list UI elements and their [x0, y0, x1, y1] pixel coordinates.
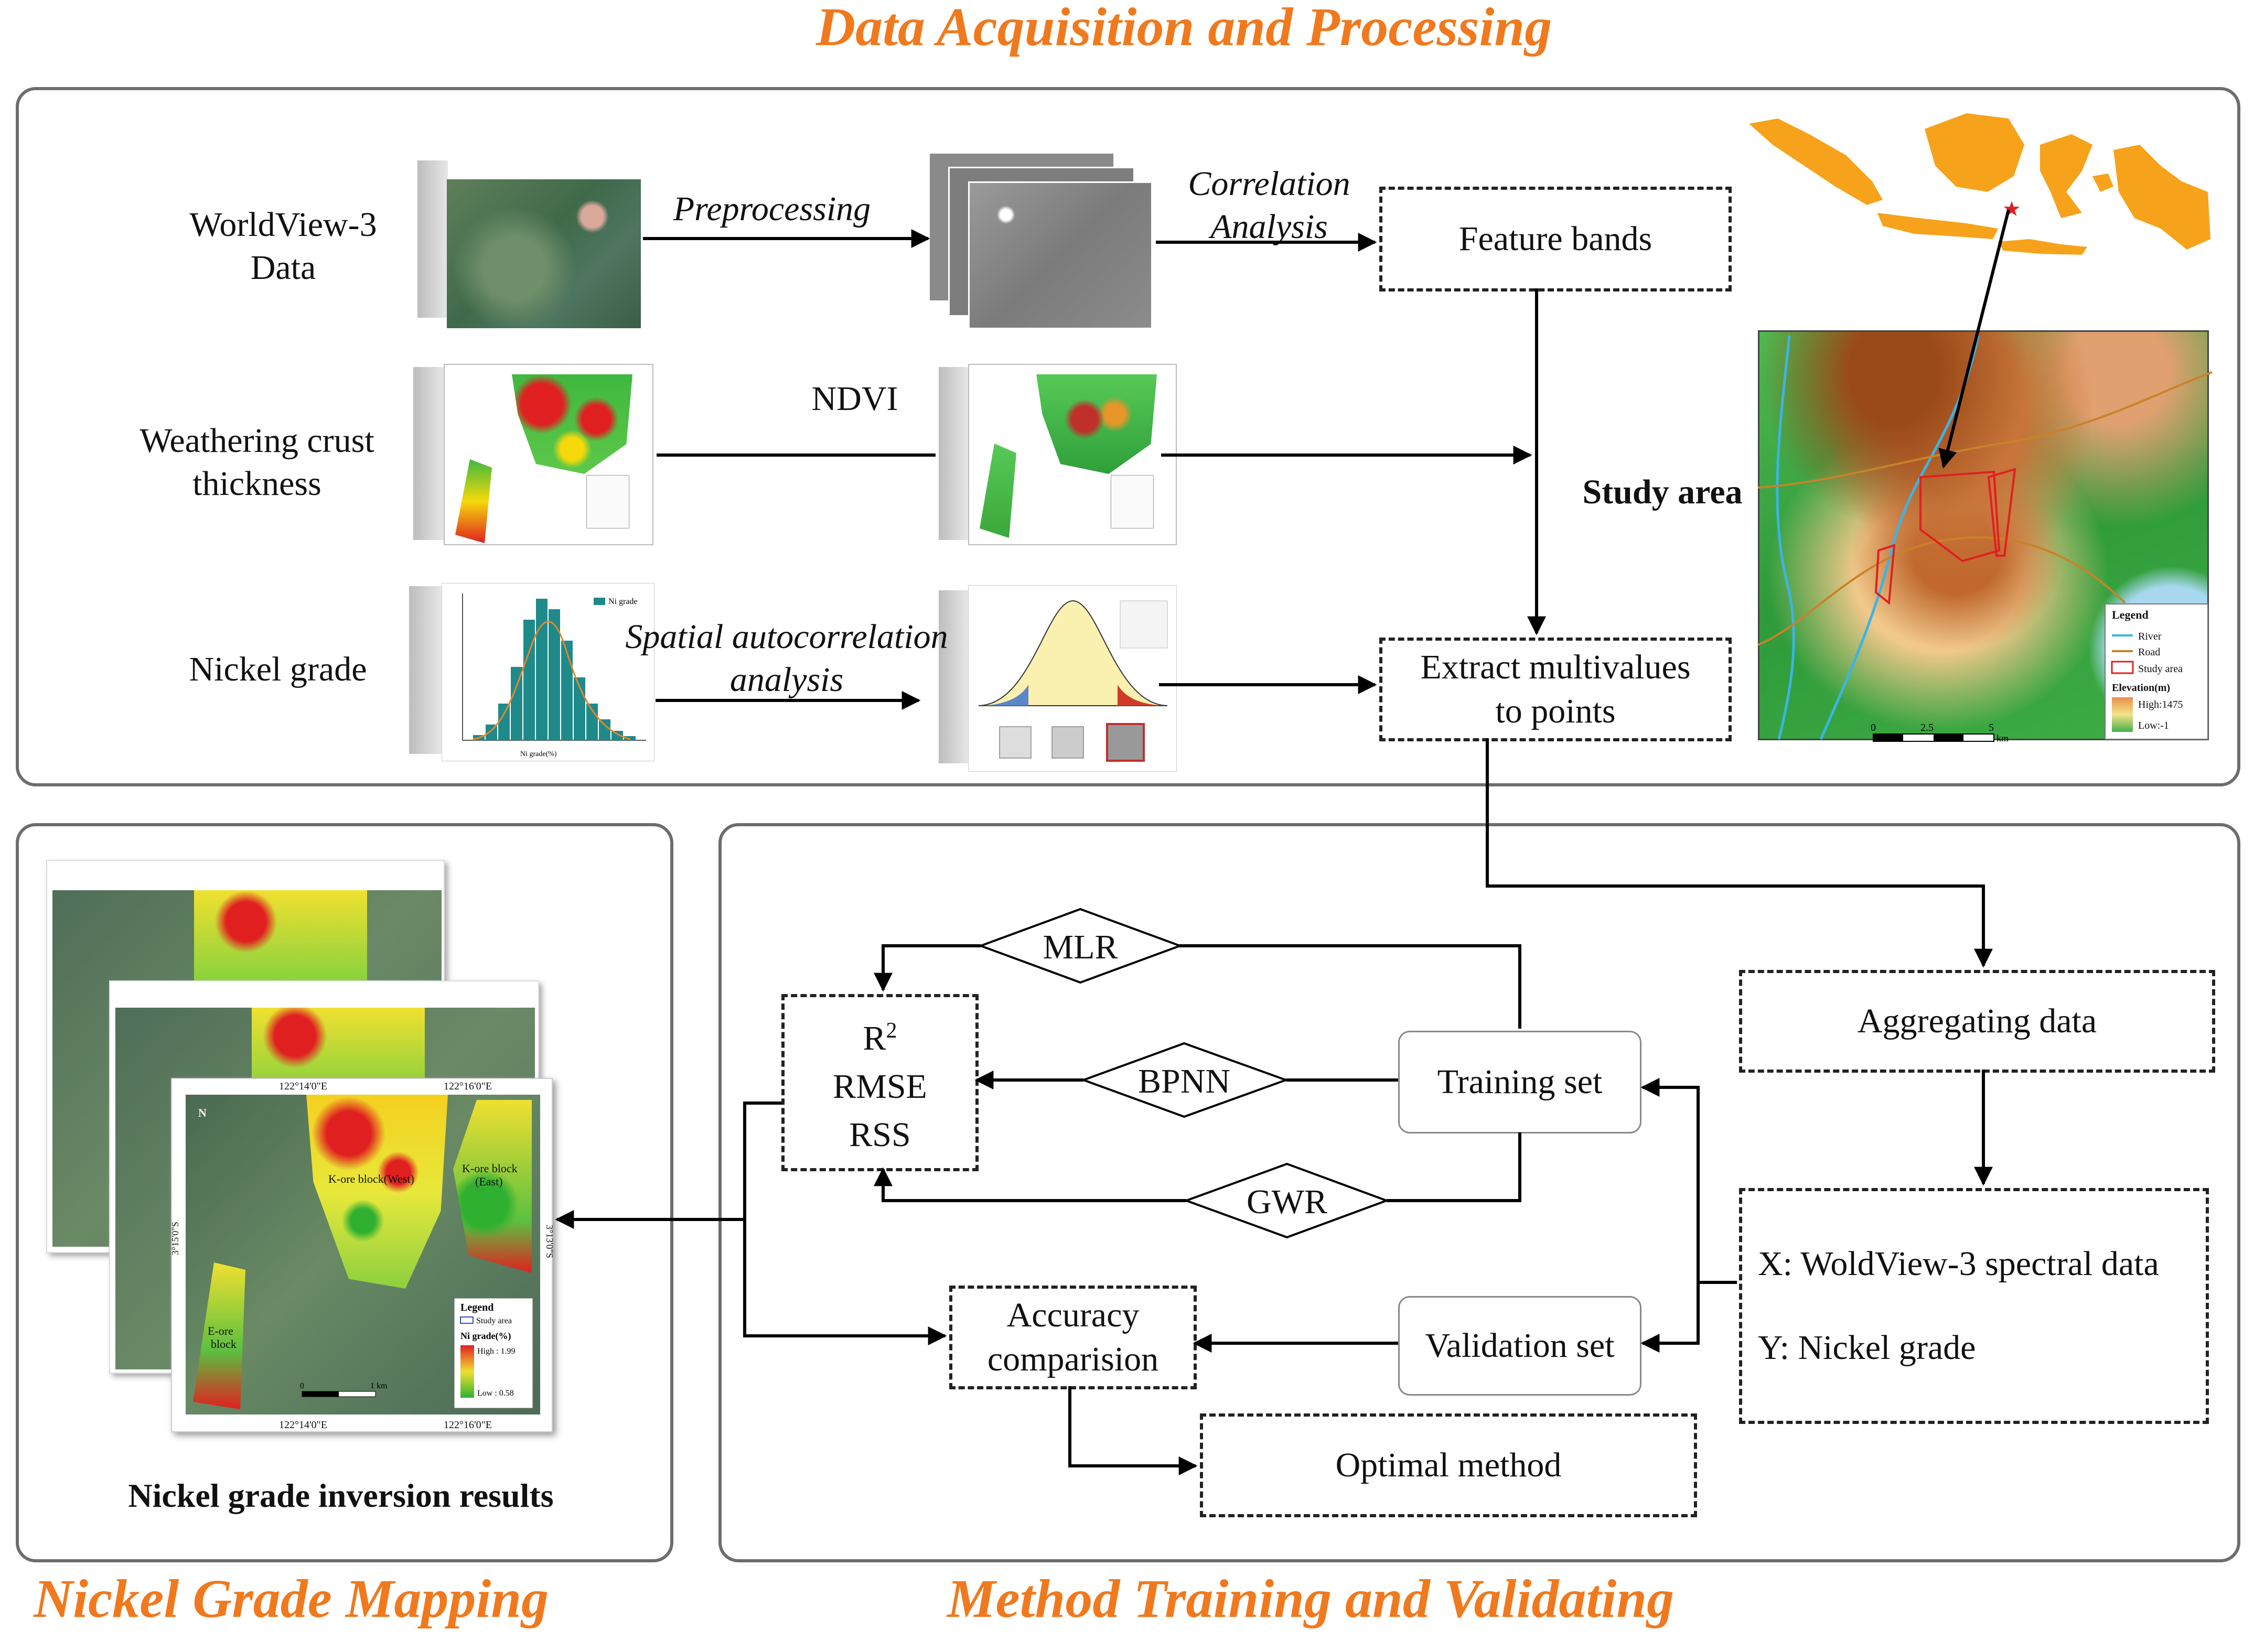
- svg-text:122°14'0"E: 122°14'0"E: [279, 1081, 327, 1092]
- weathering-thickness-map: [444, 364, 653, 545]
- svg-text:Study area: Study area: [476, 1316, 512, 1325]
- svg-text:Low : 0.58: Low : 0.58: [477, 1389, 514, 1398]
- gwr-label: GWR: [1247, 1183, 1327, 1221]
- svg-text:Road: Road: [2138, 646, 2160, 658]
- results-caption: Nickel grade inversion results: [128, 1477, 554, 1514]
- histogram-bar: [511, 667, 522, 740]
- svg-text:Legend: Legend: [460, 1302, 493, 1313]
- svg-text:K-ore block(West): K-ore block(West): [328, 1172, 414, 1185]
- svg-text:0: 0: [300, 1381, 304, 1390]
- svg-text:(East): (East): [475, 1175, 503, 1188]
- preprocessing-label: Preprocessing: [673, 190, 871, 228]
- ndvi-map: [968, 364, 1177, 545]
- thumb-shadow: [409, 586, 442, 754]
- aggregating-data-box: Aggregating data: [1739, 970, 2215, 1073]
- svg-text:River: River: [2138, 631, 2162, 642]
- svg-text:K-ore block: K-ore block: [462, 1162, 518, 1175]
- indonesia-map: [1749, 113, 2210, 255]
- svg-text:Study area: Study area: [2138, 663, 2183, 675]
- svg-text:122°16'0"E: 122°16'0"E: [444, 1419, 492, 1431]
- svg-text:3°15'0"S: 3°15'0"S: [171, 1222, 180, 1255]
- svg-text:Elevation(m): Elevation(m): [2112, 682, 2170, 694]
- svg-text:122°16'0"E: 122°16'0"E: [444, 1081, 492, 1092]
- thumb-shadow: [417, 160, 448, 318]
- histogram-bar: [523, 620, 535, 740]
- thumb-shadow: [939, 367, 968, 540]
- ndvi-label: NDVI: [811, 380, 898, 418]
- svg-text:5: 5: [1989, 722, 1994, 733]
- svg-text:N: N: [198, 1106, 207, 1119]
- validation-set-box: Validation set: [1398, 1296, 1641, 1396]
- svg-text:Ni grade: Ni grade: [608, 597, 638, 606]
- svg-text:122°14'0"E: 122°14'0"E: [279, 1419, 327, 1431]
- nickel-grade-label: Nickel grade: [189, 650, 367, 688]
- mlr-label: MLR: [1043, 928, 1118, 966]
- histogram-bar: [536, 599, 548, 740]
- study-area-overlay: Legend River Road Study area Elevation(m…: [1758, 335, 2212, 743]
- bpnn-diamond: [1080, 1042, 1289, 1118]
- svg-text:Ni grade(%): Ni grade(%): [460, 1331, 511, 1342]
- svg-text:High : 1.99: High : 1.99: [477, 1347, 515, 1356]
- svg-text:km: km: [1997, 733, 2009, 743]
- study-area-label: Study area: [1582, 473, 1743, 511]
- svg-text:Low:-1: Low:-1: [2138, 720, 2169, 731]
- result-map-annotations: 122°14'0"E 122°16'0"E 122°14'0"E 122°16'…: [171, 1081, 553, 1431]
- thumb-shadow: [939, 590, 968, 763]
- svg-text:Legend: Legend: [2112, 608, 2149, 621]
- svg-text:0: 0: [1871, 722, 1876, 733]
- svg-text:block: block: [211, 1337, 237, 1351]
- histogram-bar: [561, 641, 573, 740]
- svg-text:1 km: 1 km: [370, 1381, 388, 1390]
- mlr-diamond: [978, 908, 1183, 984]
- title-nickel-grade-mapping: Nickel Grade Mapping: [34, 1569, 549, 1629]
- svg-text:3°13'0"S: 3°13'0"S: [544, 1225, 553, 1258]
- title-method-training: Method Training and Validating: [947, 1569, 1675, 1629]
- nickel-grade-histogram: Ni grade Ni grade(%): [442, 583, 654, 761]
- svg-text:Ni grade(%): Ni grade(%): [520, 750, 557, 758]
- thumb-shadow: [413, 367, 444, 540]
- feature-bands-box: Feature bands: [1379, 187, 1732, 291]
- worldview-satellite-image: [447, 179, 641, 328]
- histogram-bar: [498, 704, 510, 740]
- result-map-front: [171, 1078, 553, 1432]
- histogram-bar: [624, 736, 636, 740]
- feature-band-stack: [968, 181, 1153, 329]
- optimal-method-box: Optimal method: [1200, 1413, 1697, 1517]
- title-data-acquisition: Data Acquisition and Processing: [816, 0, 1552, 57]
- bpnn-label: BPNN: [1138, 1062, 1230, 1100]
- spatial-autocorrelation-figure: [968, 585, 1177, 772]
- svg-text:E-ore: E-ore: [208, 1324, 233, 1337]
- histogram-bar: [549, 609, 560, 740]
- histogram-bar: [599, 719, 610, 740]
- svg-text:High:1475: High:1475: [2138, 699, 2183, 710]
- svg-text:2.5: 2.5: [1920, 722, 1934, 733]
- gwr-diamond: [1183, 1162, 1390, 1239]
